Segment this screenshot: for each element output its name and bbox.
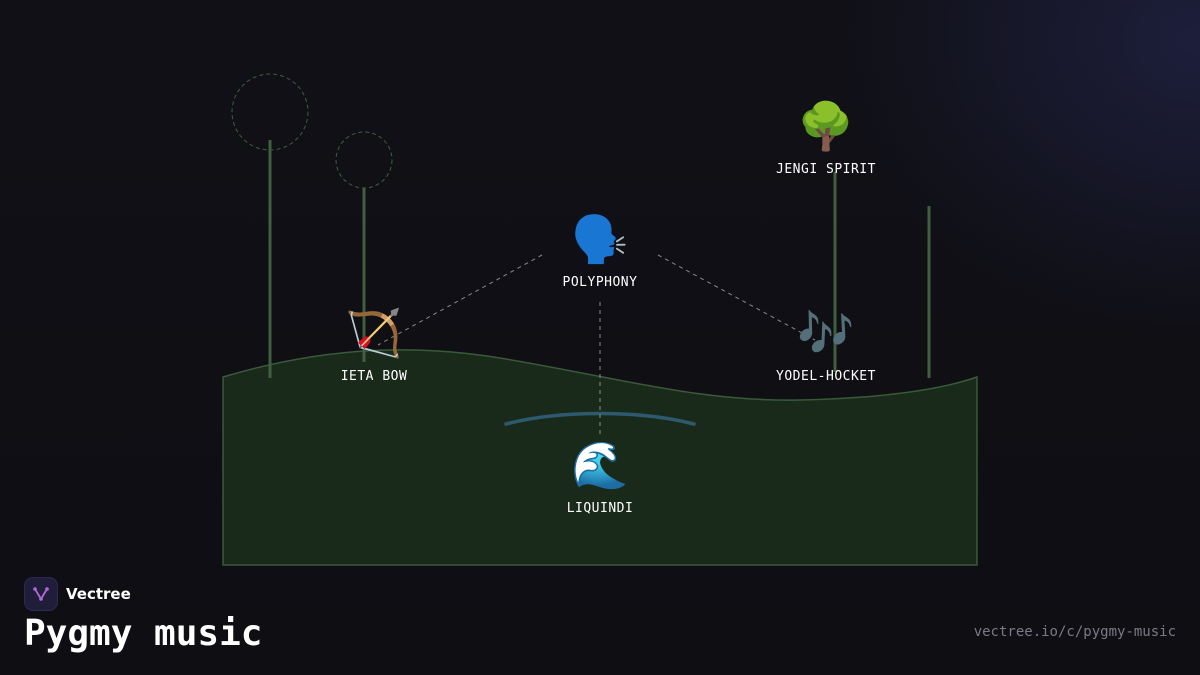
forest-ground <box>222 349 978 566</box>
deciduous-tree-icon: 🌳 <box>797 99 855 153</box>
bow-and-arrow-icon: 🏹 <box>345 306 403 360</box>
water-wave-icon: 🌊 <box>571 438 629 492</box>
node-label: IETA BOW <box>340 369 408 384</box>
speaking-head-icon: 🗣️ <box>571 212 629 266</box>
brand-name: Vectree <box>66 585 131 603</box>
connector-polyphony-ieta-bow <box>377 254 543 346</box>
node-ieta-bow[interactable]: 🏹 IETA BOW <box>284 305 464 384</box>
node-label: LIQUINDI <box>566 501 634 516</box>
stream <box>504 411 696 426</box>
node-label: JENGI SPIRIT <box>776 162 876 177</box>
connector-polyphony-yodel-hocket <box>657 254 816 341</box>
node-liquindi[interactable]: 🌊 LIQUINDI <box>510 437 690 516</box>
page-title: Pygmy music <box>24 613 263 654</box>
node-label: YODEL-HOCKET <box>776 369 876 384</box>
node-jengi-spirit[interactable]: 🌳 JENGI SPIRIT <box>736 98 916 177</box>
source-link[interactable]: vectree.io/c/pygmy-music <box>973 624 1176 640</box>
node-yodel-hocket[interactable]: 🎶 YODEL-HOCKET <box>736 305 916 384</box>
tree-canopy <box>231 73 309 151</box>
brand[interactable]: Vectree <box>24 577 131 611</box>
node-label: POLYPHONY <box>562 275 638 290</box>
tree-canopy <box>335 131 393 189</box>
node-polyphony[interactable]: 🗣️ POLYPHONY <box>510 211 690 290</box>
musical-notes-icon: 🎶 <box>797 306 855 360</box>
vectree-logo-icon <box>24 577 58 611</box>
